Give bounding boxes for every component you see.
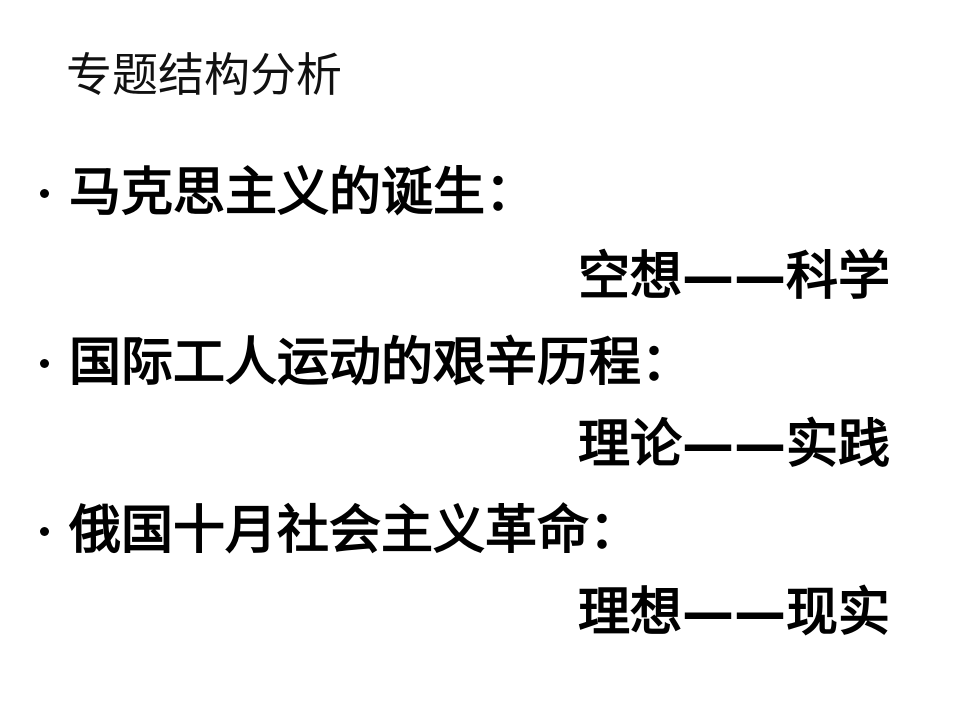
bullet-heading-2: 国际工人运动的艰辛历程： xyxy=(69,333,694,393)
bullet-item-2: 国际工人运动的艰辛历程： xyxy=(40,328,693,398)
bullet-icon xyxy=(40,188,49,198)
bullet-subline-1: 空想——科学 xyxy=(577,247,890,307)
bullet-heading-3: 俄国十月社会主义革命： xyxy=(69,501,642,561)
bullet-subline-2: 理论——实践 xyxy=(577,415,890,475)
bullet-icon xyxy=(40,526,49,536)
bullet-item-1: 马克思主义的诞生： xyxy=(40,158,537,228)
bullet-subline-3: 理想——现实 xyxy=(577,583,890,643)
slide-title: 专题结构分析 xyxy=(66,48,342,102)
bullet-icon xyxy=(40,358,49,368)
bullet-item-3: 俄国十月社会主义革命： xyxy=(40,496,641,566)
bullet-heading-1: 马克思主义的诞生： xyxy=(69,163,538,223)
